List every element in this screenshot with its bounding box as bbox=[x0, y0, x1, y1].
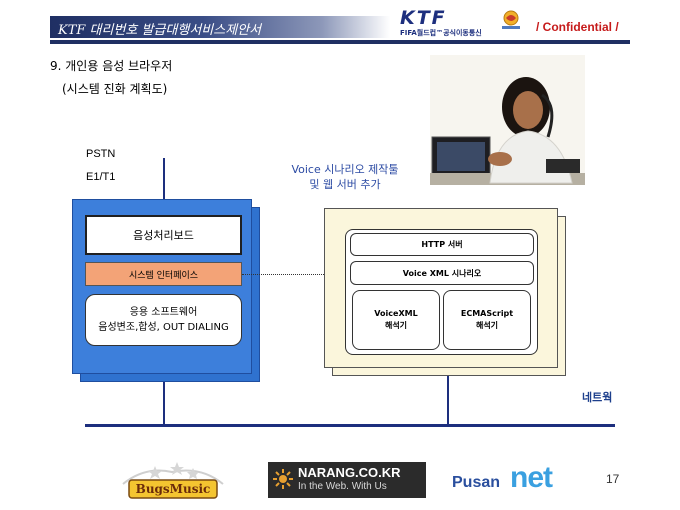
document-title: KTF 대리번호 발급대행서비스제안서 bbox=[58, 23, 262, 38]
pusan-word: Pusan bbox=[452, 474, 501, 491]
voice-scenario-note: Voice 시나리오 제작툴 및 웹 서버 추가 bbox=[270, 162, 420, 192]
world-cup-ball-icon bbox=[502, 10, 520, 29]
left-network-drop bbox=[163, 378, 165, 425]
narang-logo: NARANG.CO.KR In the Web. With Us bbox=[268, 462, 426, 498]
ecmascript-interpreter: ECMAScript 해석기 bbox=[443, 290, 531, 350]
right-network-drop bbox=[447, 373, 449, 425]
voicexml-interpreter-type: 해석기 bbox=[384, 321, 408, 330]
system-interface: 시스템 인터페이스 bbox=[85, 262, 242, 286]
pusan-net-word: net bbox=[510, 461, 553, 494]
interface-connector bbox=[242, 274, 350, 275]
ktf-logo-text: KTF bbox=[400, 7, 447, 29]
network-backbone bbox=[85, 424, 615, 427]
pusan-net-logo: Pusan net bbox=[452, 461, 567, 499]
voicexml-scenario: Voice XML 시나리오 bbox=[350, 261, 534, 285]
ktf-logo: KTF FIFA월드컵™공식이동통신 bbox=[400, 7, 530, 39]
bugs-music-logo: BugsMusic bbox=[122, 462, 224, 499]
voicexml-interpreter-name: VoiceXML bbox=[374, 309, 418, 318]
voice-note-line-1: Voice 시나리오 제작툴 bbox=[291, 163, 399, 176]
section-subtitle: (시스템 진화 계획도) bbox=[62, 82, 168, 96]
narang-tagline: In the Web. With Us bbox=[298, 481, 387, 492]
page-number: 17 bbox=[606, 472, 620, 486]
http-server: HTTP 서버 bbox=[350, 233, 534, 256]
narang-title: NARANG.CO.KR bbox=[298, 465, 401, 480]
confidential-label: / Confidential / bbox=[536, 20, 619, 34]
section-title: 9. 개인용 음성 브라우저 bbox=[50, 59, 173, 73]
app-software-line-1: 응용 소프트웨어 bbox=[129, 307, 198, 318]
bugs-logo-text: BugsMusic bbox=[136, 482, 211, 496]
header-bar bbox=[50, 16, 390, 38]
header-rule bbox=[50, 40, 630, 44]
pstn-trunk-line bbox=[163, 158, 165, 200]
application-software: 응용 소프트웨어 음성변조,합성, OUT DIALING bbox=[85, 294, 242, 346]
e1t1-label: E1/T1 bbox=[86, 171, 116, 183]
network-label: 네트웍 bbox=[582, 391, 613, 404]
voice-note-line-2: 및 웹 서버 추가 bbox=[309, 178, 381, 191]
sun-icon bbox=[273, 469, 293, 489]
pstn-label: PSTN bbox=[86, 148, 116, 160]
voicexml-interpreter: VoiceXML 해석기 bbox=[352, 290, 440, 350]
operator-photo bbox=[430, 55, 585, 185]
ktf-logo-subtitle: FIFA월드컵™공식이동통신 bbox=[400, 29, 482, 37]
app-software-line-2: 음성변조,합성, OUT DIALING bbox=[98, 322, 229, 333]
ecmascript-interpreter-name: ECMAScript bbox=[460, 309, 514, 318]
voice-processing-board: 음성처리보드 bbox=[85, 215, 242, 255]
ecmascript-interpreter-type: 해석기 bbox=[475, 321, 499, 330]
